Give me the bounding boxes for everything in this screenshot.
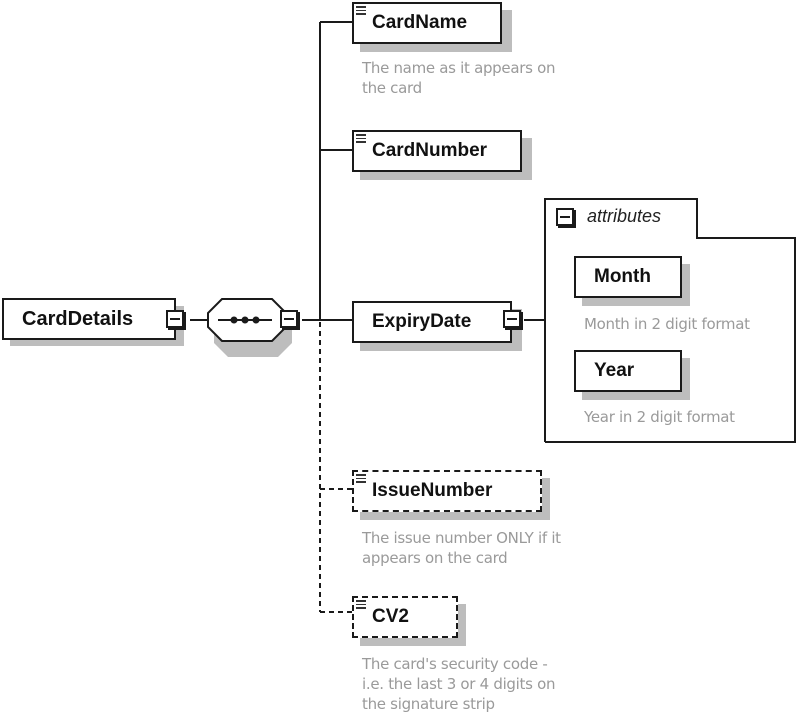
sequence-dot-3 [252,316,260,324]
element-label: CardName [372,12,468,33]
description-line: appears on the card [362,549,508,567]
issuenumber-description: The issue number ONLY if it appears on t… [362,528,561,568]
element-cardname[interactable]: CardName [352,2,502,44]
text-content-icon [356,134,366,143]
month-description: Month in 2 digit format [584,315,750,333]
year-description: Year in 2 digit format [584,408,735,426]
element-cardnumber[interactable]: CardNumber [352,130,522,172]
attributes-label: attributes [587,206,662,226]
description-line: the card [362,79,422,97]
element-label: IssueNumber [372,480,493,501]
expirydate-collapse-button[interactable] [503,310,521,328]
description-line: the signature strip [362,695,495,713]
element-label: CV2 [372,606,409,627]
description-line: i.e. the last 3 or 4 digits on [362,675,556,693]
text-content-icon [356,6,366,15]
cardname-description: The name as it appears on the card [362,58,555,98]
description-line: The issue number ONLY if it [362,529,561,547]
description-line: The name as it appears on [362,59,556,77]
attribute-month[interactable]: Month [574,256,682,298]
cv2-description: The card's security code - i.e. the last… [362,654,555,714]
element-issuenumber[interactable]: IssueNumber [352,470,542,512]
attribute-label: Month [594,266,651,287]
sequence-dot-2 [241,316,249,324]
root-label: CardDetails [22,307,134,330]
compositor-collapse-button[interactable] [280,310,298,328]
sequence-dot-1 [230,316,238,324]
element-cv2[interactable]: CV2 [352,596,458,638]
attribute-label: Year [594,360,635,381]
element-label: ExpiryDate [372,311,472,332]
element-expirydate[interactable]: ExpiryDate [352,301,512,343]
text-content-icon [356,600,366,609]
root-element-carddetails[interactable]: CardDetails [2,298,176,340]
description-line: The card's security code - [362,655,548,673]
text-content-icon [356,474,366,483]
element-label: CardNumber [372,140,488,161]
attribute-year[interactable]: Year [574,350,682,392]
root-collapse-button[interactable] [166,310,184,328]
attributes-collapse-button[interactable] [556,208,574,226]
